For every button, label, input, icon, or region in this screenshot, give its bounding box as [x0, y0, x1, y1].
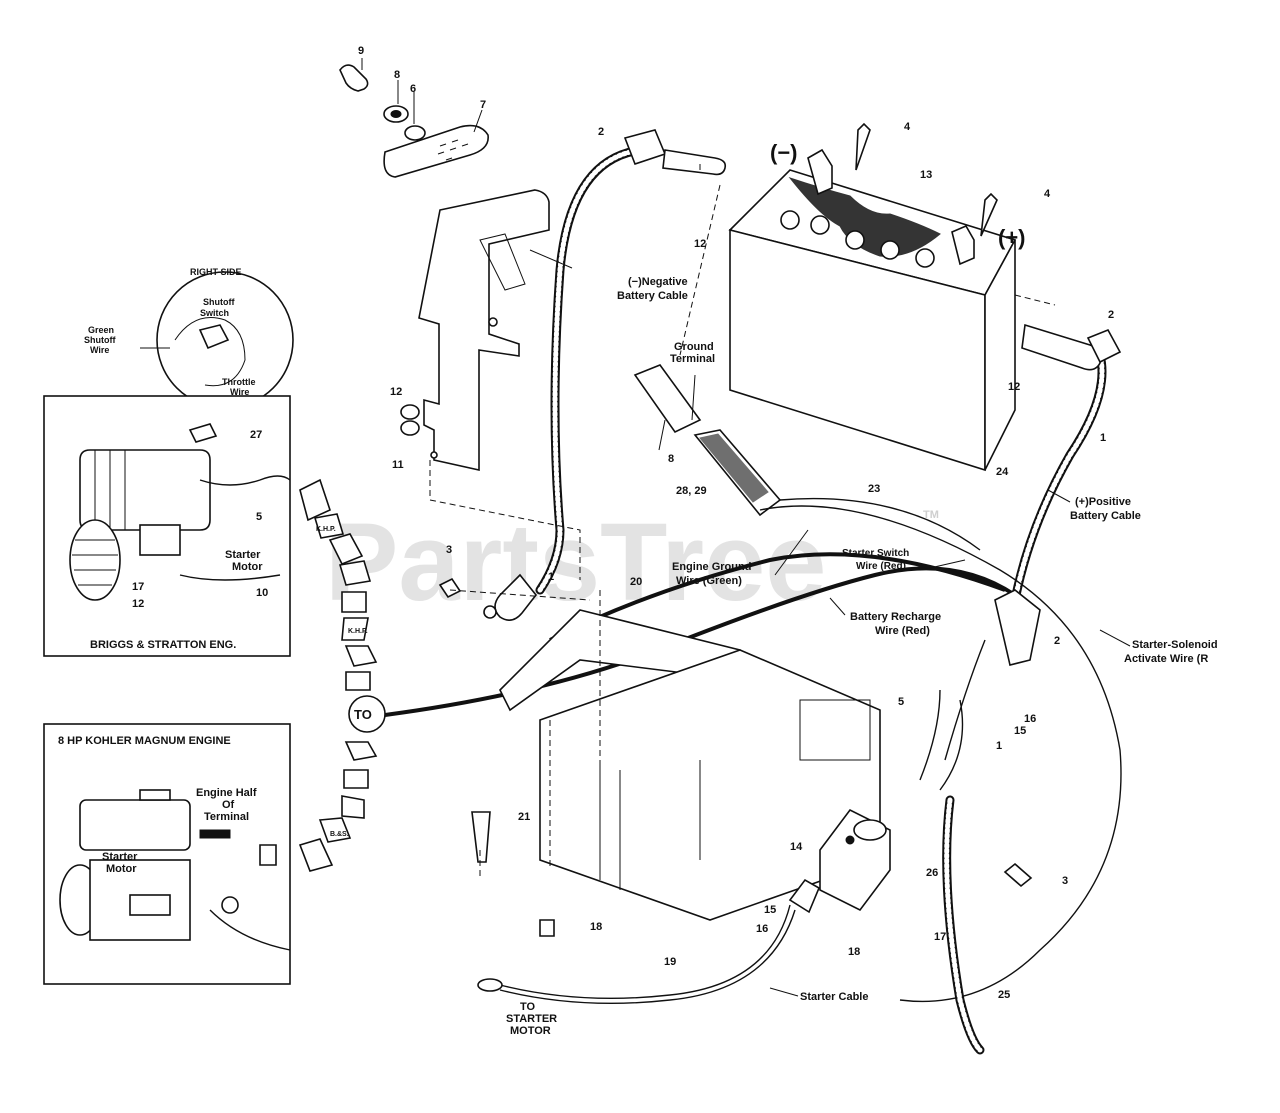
callout-27: 27 — [250, 429, 262, 441]
callout-2-mid: 2 — [1054, 635, 1060, 647]
positive-battery-cable — [1010, 323, 1122, 605]
callout-11: 11 — [392, 459, 404, 471]
callout-1-mid: 1 — [996, 740, 1002, 752]
callout-5-mid: 5 — [898, 696, 904, 708]
frame-bracket — [499, 609, 881, 921]
callout-13: 13 — [920, 169, 932, 181]
to-label: TO — [354, 707, 372, 722]
callout-12-right: 12 — [1008, 381, 1020, 393]
callout-2-right: 2 — [1108, 309, 1114, 321]
negative-sign: (−) — [770, 140, 798, 165]
callout-3-left: 3 — [446, 544, 452, 556]
wiring-harness — [384, 497, 1122, 1055]
callout-12-left: 12 — [390, 386, 402, 398]
negative-battery-cable — [483, 129, 727, 621]
callout-1-right: 1 — [1100, 432, 1106, 444]
to-arrows: K.H.P. K.H.P. TO B.&S. — [298, 478, 386, 872]
callout-6: 6 — [410, 83, 416, 95]
callout-12-briggs: 12 — [132, 598, 144, 610]
callout-23: 23 — [868, 483, 880, 495]
callout-2-top: 2 — [598, 126, 604, 138]
callout-10-briggs: 10 — [256, 587, 268, 599]
ignition-key-group — [339, 58, 489, 178]
right-side-title: RIGHT SIDE — [190, 267, 242, 277]
callout-26: 26 — [926, 867, 938, 879]
watermark-tm: TM — [923, 509, 939, 521]
callout-18-right: 18 — [848, 946, 860, 958]
mounting-bracket — [400, 189, 550, 471]
battery — [728, 148, 1017, 472]
callout-16-mid: 16 — [1024, 713, 1036, 725]
callout-17-right: 17 — [934, 931, 946, 943]
callout-9: 9 — [358, 45, 364, 57]
callout-3-right: 3 — [1062, 875, 1068, 887]
callout-18-left: 18 — [590, 921, 602, 933]
starter-cable — [477, 878, 821, 1005]
callout-15-low: 15 — [764, 904, 776, 916]
callout-15-mid: 15 — [1014, 725, 1026, 737]
kohler-title: 8 HP KOHLER MAGNUM ENGINE — [58, 735, 231, 747]
ground-terminal — [633, 364, 782, 517]
callout-24: 24 — [996, 466, 1009, 478]
arrow-khp-mid: K.H.P. — [348, 628, 368, 635]
watermark: PartsTree — [325, 501, 826, 624]
callout-17-left: 17 — [132, 581, 144, 593]
guide-lines — [429, 160, 1056, 880]
callout-21: 21 — [518, 811, 530, 823]
leader-lines — [529, 249, 1131, 997]
callout-16-low: 16 — [756, 923, 768, 935]
starter-cable-label: Starter Cable — [800, 991, 868, 1003]
callout-7: 7 — [480, 99, 486, 111]
callout-12-top: 12 — [694, 238, 706, 250]
callout-4-right: 4 — [1044, 188, 1051, 200]
callout-1-left: 1 — [548, 571, 554, 583]
callout-14: 14 — [790, 841, 803, 853]
positive-sign: (+) — [998, 225, 1026, 250]
bolts — [438, 122, 1033, 937]
callout-8-mid: 8 — [668, 453, 674, 465]
callout-19: 19 — [664, 956, 676, 968]
callout-28-29: 28, 29 — [676, 485, 707, 497]
callout-numbers: 9 8 6 7 2 4 12 13 4 12 2 1 24 23 28, 29 … — [132, 45, 1114, 1001]
callout-5-left: 5 — [256, 511, 262, 523]
arrow-bs: B.&S. — [330, 831, 349, 838]
briggs-title: BRIGGS & STRATTON ENG. — [90, 639, 236, 651]
callout-8-top: 8 — [394, 69, 400, 81]
starter-solenoid — [819, 808, 891, 912]
callout-20: 20 — [630, 576, 642, 588]
arrow-khp-top: K.H.P. — [316, 526, 336, 533]
callout-4-top: 4 — [904, 121, 911, 133]
callout-25: 25 — [998, 989, 1010, 1001]
